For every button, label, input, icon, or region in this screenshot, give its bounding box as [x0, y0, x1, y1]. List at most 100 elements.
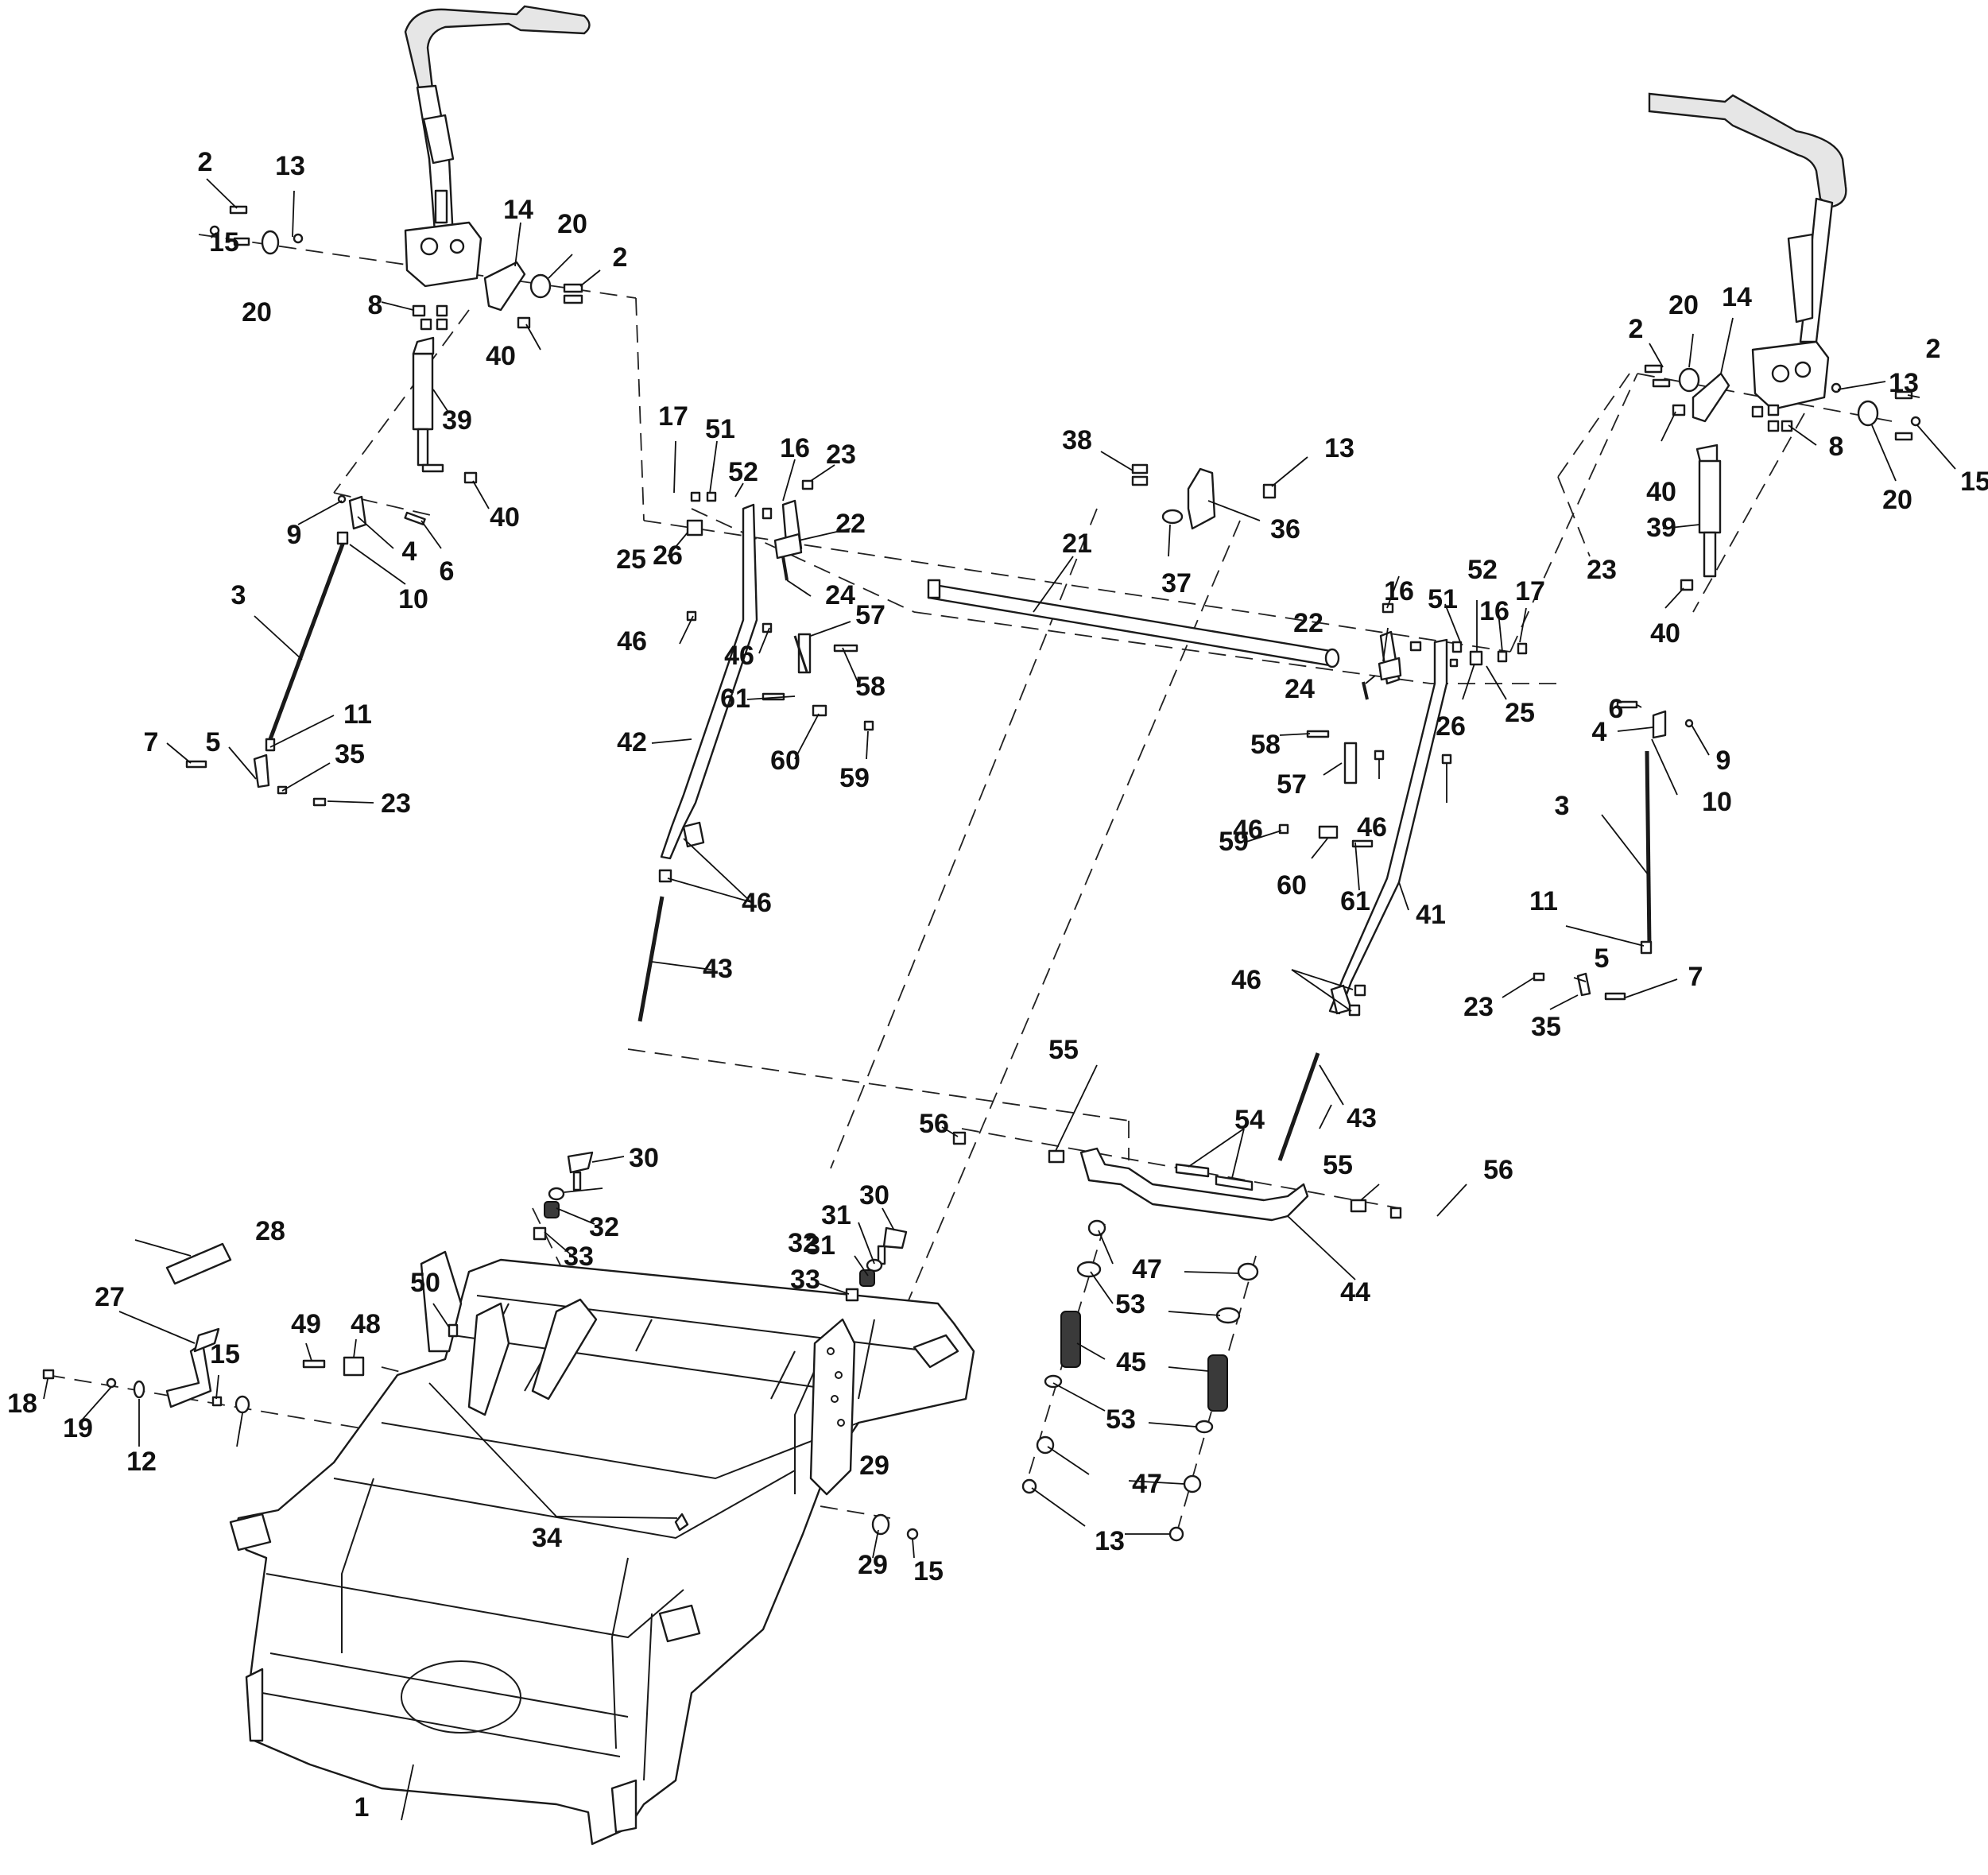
spring-45-left — [1060, 1311, 1081, 1368]
assembly-dashed-lines — [47, 234, 1893, 1535]
callout-2: 2 — [613, 242, 628, 273]
callout-6: 6 — [440, 556, 455, 587]
callout-41: 41 — [1416, 900, 1446, 930]
callout-10: 10 — [1702, 787, 1732, 817]
callout-22: 22 — [835, 509, 866, 539]
callout-46: 46 — [1233, 815, 1263, 845]
callout-21: 21 — [1062, 529, 1092, 559]
callout-32: 32 — [788, 1228, 818, 1258]
callout-31: 31 — [805, 1230, 835, 1261]
switch-48 — [343, 1356, 365, 1377]
left-control-handle-assembly — [185, 5, 591, 807]
left-mount-plate — [483, 261, 526, 312]
callout-19: 19 — [63, 1413, 93, 1443]
left-pump-arm-42 — [660, 503, 758, 860]
callout-40: 40 — [486, 341, 516, 371]
callout-2: 2 — [1926, 334, 1941, 364]
callout-27: 27 — [95, 1282, 125, 1312]
callout-14: 14 — [503, 195, 533, 225]
callout-8: 8 — [1829, 432, 1844, 462]
callout-6: 6 — [1609, 694, 1624, 724]
callout-50: 50 — [410, 1268, 440, 1298]
callout-28: 28 — [255, 1216, 285, 1246]
knob-30-left — [567, 1151, 594, 1174]
callout-39: 39 — [1646, 513, 1676, 543]
callout-40: 40 — [1646, 477, 1676, 507]
callout-29: 29 — [858, 1550, 888, 1580]
callout-17: 17 — [658, 401, 688, 432]
callout-5: 5 — [206, 727, 221, 757]
callout-52: 52 — [728, 457, 758, 487]
callout-15: 15 — [209, 227, 239, 258]
callout-40: 40 — [490, 502, 520, 533]
callout-53: 53 — [1115, 1289, 1145, 1319]
callout-46: 46 — [1231, 965, 1261, 995]
callout-3: 3 — [231, 580, 246, 610]
callout-13: 13 — [1095, 1526, 1125, 1556]
callout-1: 1 — [355, 1792, 370, 1823]
callout-18: 18 — [7, 1389, 37, 1419]
frame-side-plate — [809, 1318, 856, 1496]
spring-45-right — [1207, 1354, 1228, 1412]
callout-46: 46 — [617, 626, 647, 657]
callout-5: 5 — [1595, 943, 1610, 974]
callout-43: 43 — [1347, 1103, 1377, 1133]
callout-9: 9 — [287, 520, 302, 550]
callout-20: 20 — [242, 297, 272, 327]
callout-17: 17 — [1515, 576, 1545, 606]
knob-30-right — [882, 1226, 908, 1249]
callout-60: 60 — [1277, 870, 1307, 901]
callout-46: 46 — [1357, 812, 1387, 843]
callout-34: 34 — [532, 1523, 562, 1553]
callout-4: 4 — [402, 537, 417, 567]
right-handle-pivot-bracket — [1751, 340, 1830, 411]
callout-labels: 1222233445566778899101011111213131313141… — [7, 147, 1988, 1823]
callout-20: 20 — [557, 209, 587, 239]
callout-16: 16 — [1384, 576, 1414, 606]
callout-42: 42 — [617, 727, 647, 757]
callout-51: 51 — [1428, 584, 1458, 614]
callout-4: 4 — [1592, 717, 1607, 747]
left-pump-rod-43 — [637, 896, 665, 1022]
callout-46: 46 — [724, 641, 754, 671]
callout-32: 32 — [589, 1212, 619, 1242]
callout-47: 47 — [1132, 1254, 1162, 1284]
callout-48: 48 — [351, 1309, 381, 1339]
callout-47: 47 — [1132, 1469, 1162, 1499]
callout-58: 58 — [1250, 730, 1281, 760]
callout-35: 35 — [335, 739, 365, 769]
left-handle-pivot-bracket — [404, 221, 482, 288]
callout-45: 45 — [1116, 1347, 1146, 1377]
callout-59: 59 — [1219, 827, 1249, 857]
callout-38: 38 — [1062, 425, 1092, 455]
right-control-rod — [1645, 750, 1652, 947]
right-pump-rod-43 — [1277, 1052, 1320, 1161]
callout-11: 11 — [343, 699, 372, 730]
callout-33: 33 — [564, 1242, 594, 1272]
callout-35: 35 — [1531, 1012, 1561, 1042]
callout-24: 24 — [825, 580, 855, 610]
right-mount-plate — [1692, 372, 1730, 423]
callout-20: 20 — [1882, 485, 1912, 515]
callout-10: 10 — [398, 584, 428, 614]
callout-57: 57 — [855, 600, 885, 630]
right-pump-linkage — [1277, 602, 1528, 1161]
callout-2: 2 — [198, 147, 213, 177]
chassis-frame-1 — [42, 1151, 975, 1846]
left-pump-linkage — [637, 479, 874, 1022]
callout-43: 43 — [703, 954, 733, 984]
callout-52: 52 — [1467, 555, 1498, 585]
left-bushing — [261, 230, 280, 255]
callout-30: 30 — [629, 1143, 659, 1173]
right-control-handle-assembly — [1533, 92, 1921, 1001]
callout-49: 49 — [291, 1309, 321, 1339]
bracket-44 — [1079, 1147, 1309, 1222]
cross-shaft-assembly — [927, 463, 1340, 668]
callout-24: 24 — [1285, 674, 1315, 704]
callout-26: 26 — [653, 540, 683, 571]
callout-54: 54 — [1234, 1105, 1265, 1135]
callout-22: 22 — [1293, 608, 1323, 638]
callout-15: 15 — [1960, 467, 1988, 497]
callout-55: 55 — [1323, 1150, 1353, 1180]
callout-13: 13 — [1889, 368, 1919, 398]
